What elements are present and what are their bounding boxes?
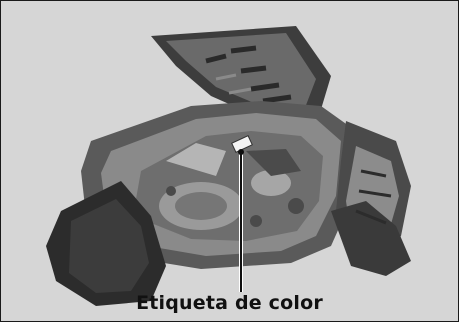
callout-caption: Etiqueta de color <box>0 292 459 314</box>
